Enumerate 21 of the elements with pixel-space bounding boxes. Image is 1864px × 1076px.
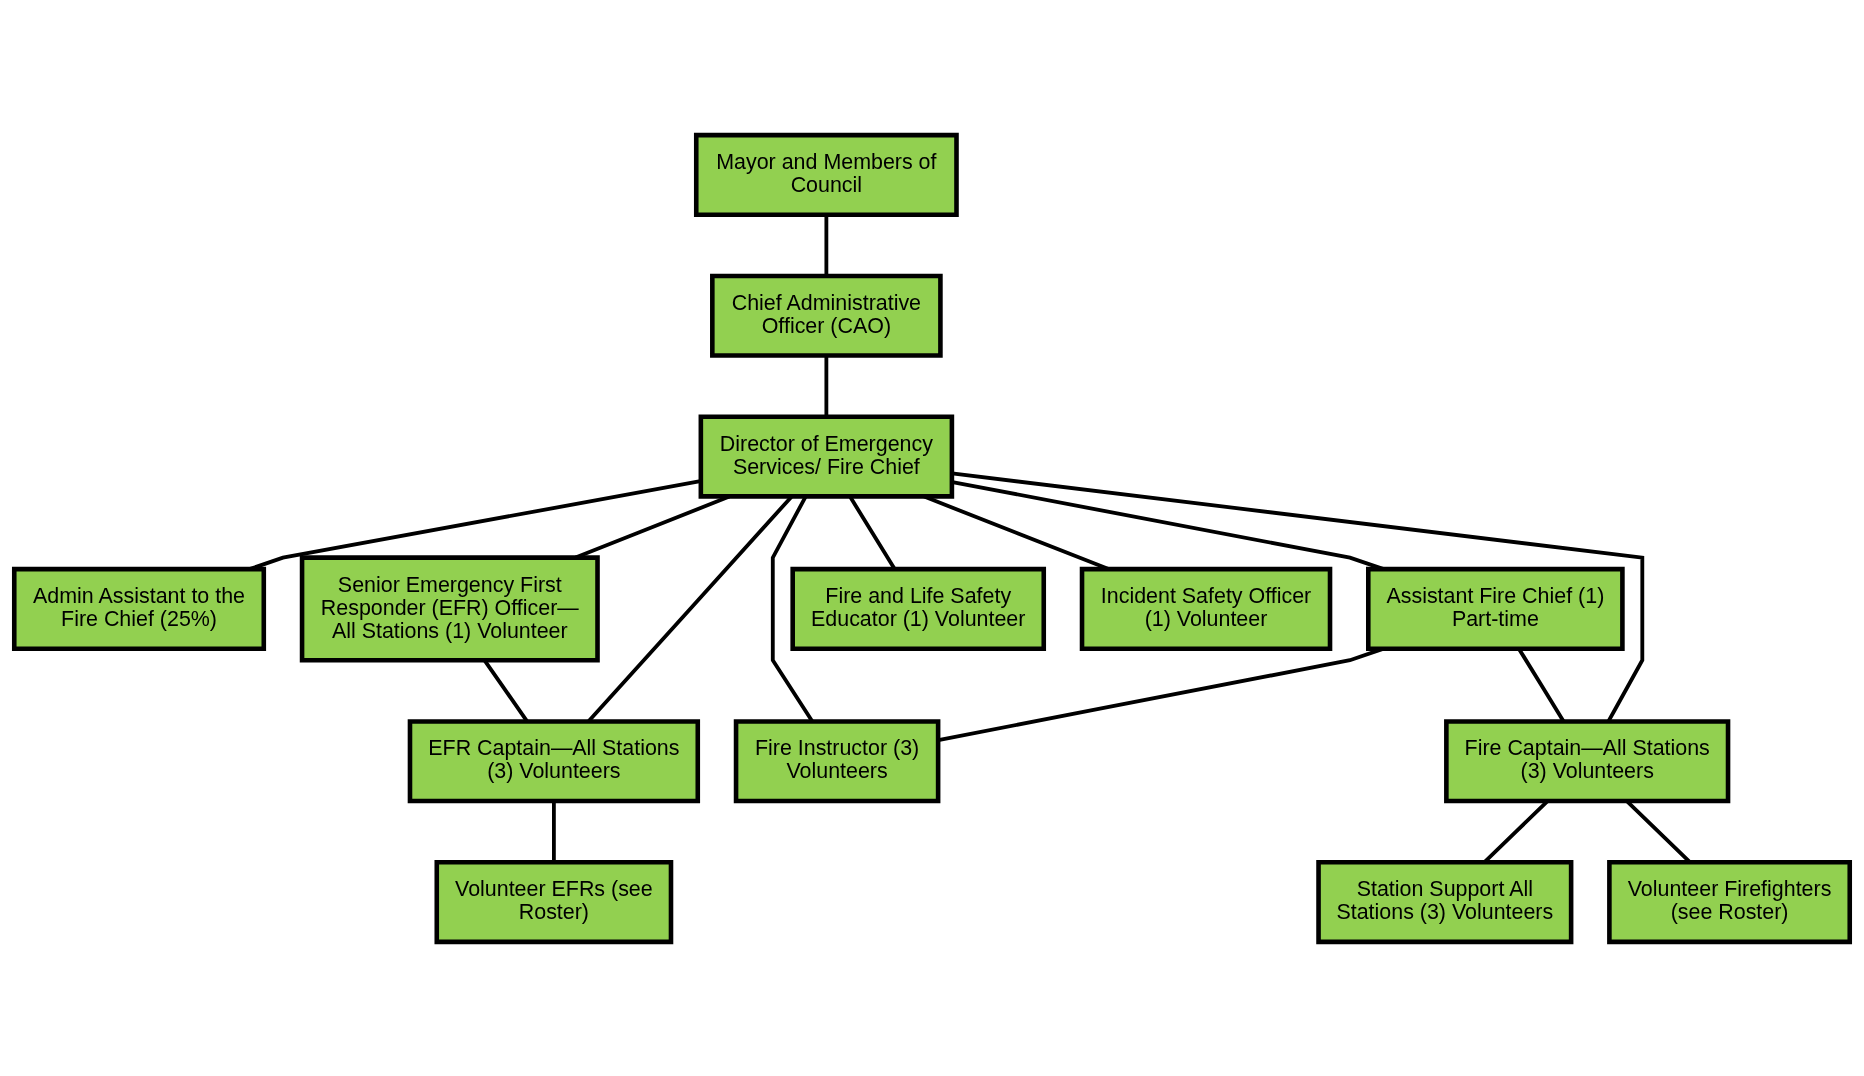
node-box: Admin Assistant to the Fire Chief (25%) xyxy=(11,566,267,651)
connector xyxy=(951,471,1645,722)
node-box: Fire and Life Safety Educator (1) Volunteer xyxy=(790,566,1047,651)
connector xyxy=(824,355,829,416)
node-box: Senior Emergency First Responder (EFR) Officer— All Stations (1) Volunteer xyxy=(299,554,600,662)
node-box: Chief Administrative Officer (CAO) xyxy=(710,273,943,358)
node-box: Incident Safety Officer (1) Volunteer xyxy=(1079,566,1333,651)
node-box: Volunteer EFRs (see Roster) xyxy=(434,859,674,944)
node-box: Station Support All Stations (3) Volunteers xyxy=(1316,859,1574,944)
connector xyxy=(770,495,814,722)
connector xyxy=(551,800,556,862)
node-box: Volunteer Firefighters (see Roster) xyxy=(1607,859,1853,944)
node-box: Fire Captain—All Stations (3) Volunteers xyxy=(1444,718,1731,803)
connector xyxy=(848,495,897,570)
node-box: Mayor and Members of Council xyxy=(693,132,959,217)
connector xyxy=(587,495,793,722)
connector xyxy=(824,214,829,276)
node-box: EFR Captain—All Stations (3) Volunteers xyxy=(407,718,701,803)
node-box: Assistant Fire Chief (1) Part-time xyxy=(1366,566,1625,651)
node-box: Director of Emergency Services/ Fire Chief xyxy=(698,414,955,499)
node-box: Fire Instructor (3) Volunteers xyxy=(733,718,941,803)
